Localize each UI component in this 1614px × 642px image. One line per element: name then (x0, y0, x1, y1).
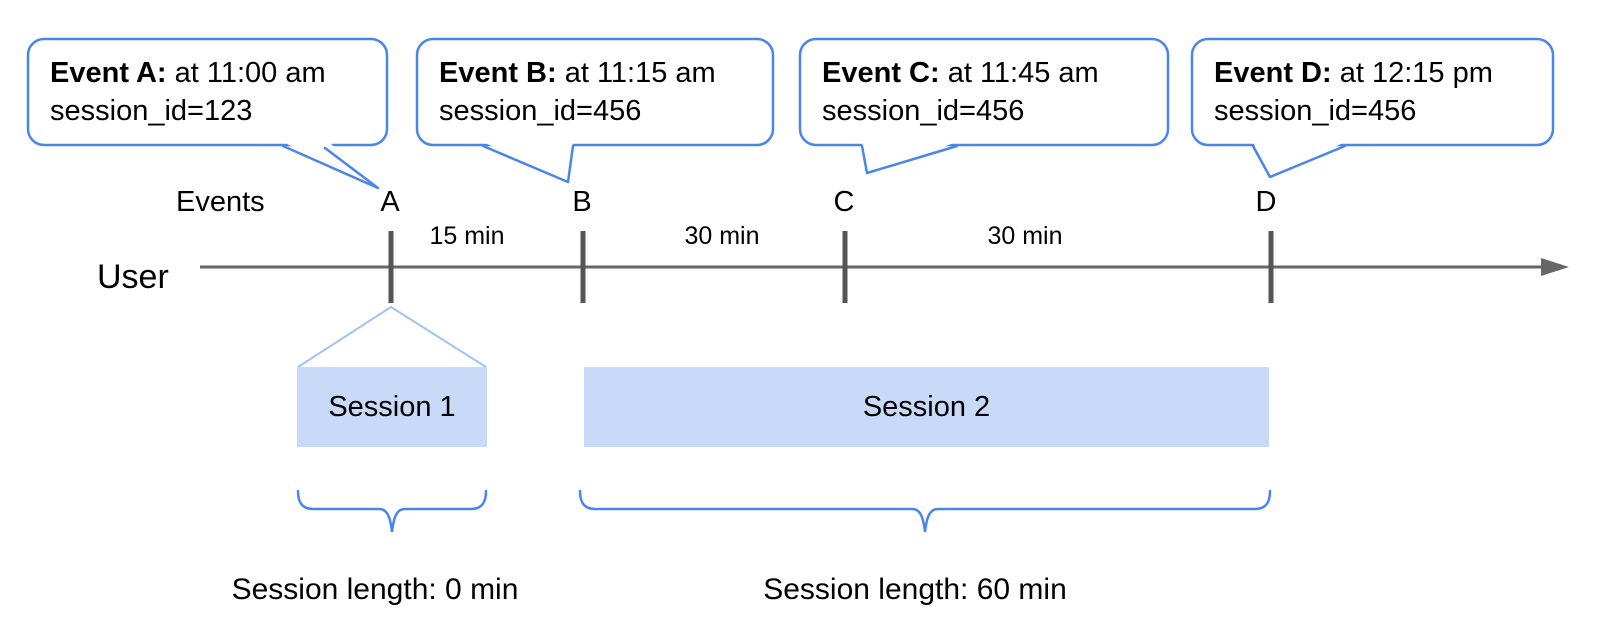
speech-bubble-c-outline (798, 37, 1170, 147)
event-c-session-id: session_id=456 (822, 95, 1025, 127)
speech-bubble-a-outline (26, 37, 389, 147)
event-b-label: Event B: (439, 57, 557, 89)
speech-bubble-a-tail (281, 142, 380, 190)
event-a-time: at 11:00 am (174, 57, 326, 89)
session2-box: Session 2 (584, 367, 1269, 447)
event-b-bubble: Event B: at 11:15 am session_id=456 (439, 54, 716, 130)
speech-bubble-d-outline (1190, 37, 1555, 147)
axis-arrowhead-icon (1541, 258, 1569, 276)
event-a-label: Event A: (50, 57, 167, 89)
event-c-bubble: Event C: at 11:45 am session_id=456 (822, 54, 1099, 130)
speech-bubble-b-tail (481, 142, 575, 184)
event-c-bubble-line1: Event C: at 11:45 am (822, 54, 1099, 92)
session1-label: Session 1 (328, 390, 456, 423)
event-letter-b: B (572, 186, 592, 218)
events-axis-label: Events (176, 186, 265, 218)
interval-c-d: 30 min (987, 222, 1063, 250)
user-axis-label: User (97, 258, 169, 296)
event-a-session-id: session_id=123 (50, 95, 253, 127)
interval-b-c: 30 min (684, 222, 760, 250)
event-a-bubble-line1: Event A: at 11:00 am (50, 54, 326, 92)
event-letter-c: C (833, 186, 855, 218)
event-d-time: at 12:15 pm (1339, 57, 1493, 89)
speech-bubble-d-tail (1251, 142, 1347, 179)
event-a-bubble: Event A: at 11:00 am session_id=123 (50, 54, 326, 130)
session1-connector (297, 306, 487, 368)
event-d-bubble-line1: Event D: at 12:15 pm (1214, 54, 1493, 92)
speech-bubble-b-outline (415, 37, 775, 147)
event-b-time: at 11:15 am (564, 57, 716, 89)
session1-brace (296, 489, 488, 533)
event-d-bubble: Event D: at 12:15 pm session_id=456 (1214, 54, 1493, 130)
session1-box: Session 1 (297, 367, 487, 447)
session1-length-label: Session length: 0 min (231, 573, 519, 606)
event-b-session-id: session_id=456 (439, 95, 642, 127)
event-b-bubble-line1: Event B: at 11:15 am (439, 54, 716, 92)
event-c-time: at 11:45 am (947, 57, 1099, 89)
session2-label: Session 2 (862, 390, 991, 423)
session2-length-label: Session length: 60 min (763, 573, 1067, 606)
event-c-label: Event C: (822, 57, 940, 89)
speech-bubble-c-tail (860, 142, 959, 175)
event-letter-a: A (380, 186, 400, 218)
event-d-session-id: session_id=456 (1214, 95, 1417, 127)
event-letter-d: D (1255, 186, 1277, 218)
session2-brace (578, 489, 1272, 533)
interval-a-b: 15 min (429, 222, 505, 250)
event-d-label: Event D: (1214, 57, 1332, 89)
